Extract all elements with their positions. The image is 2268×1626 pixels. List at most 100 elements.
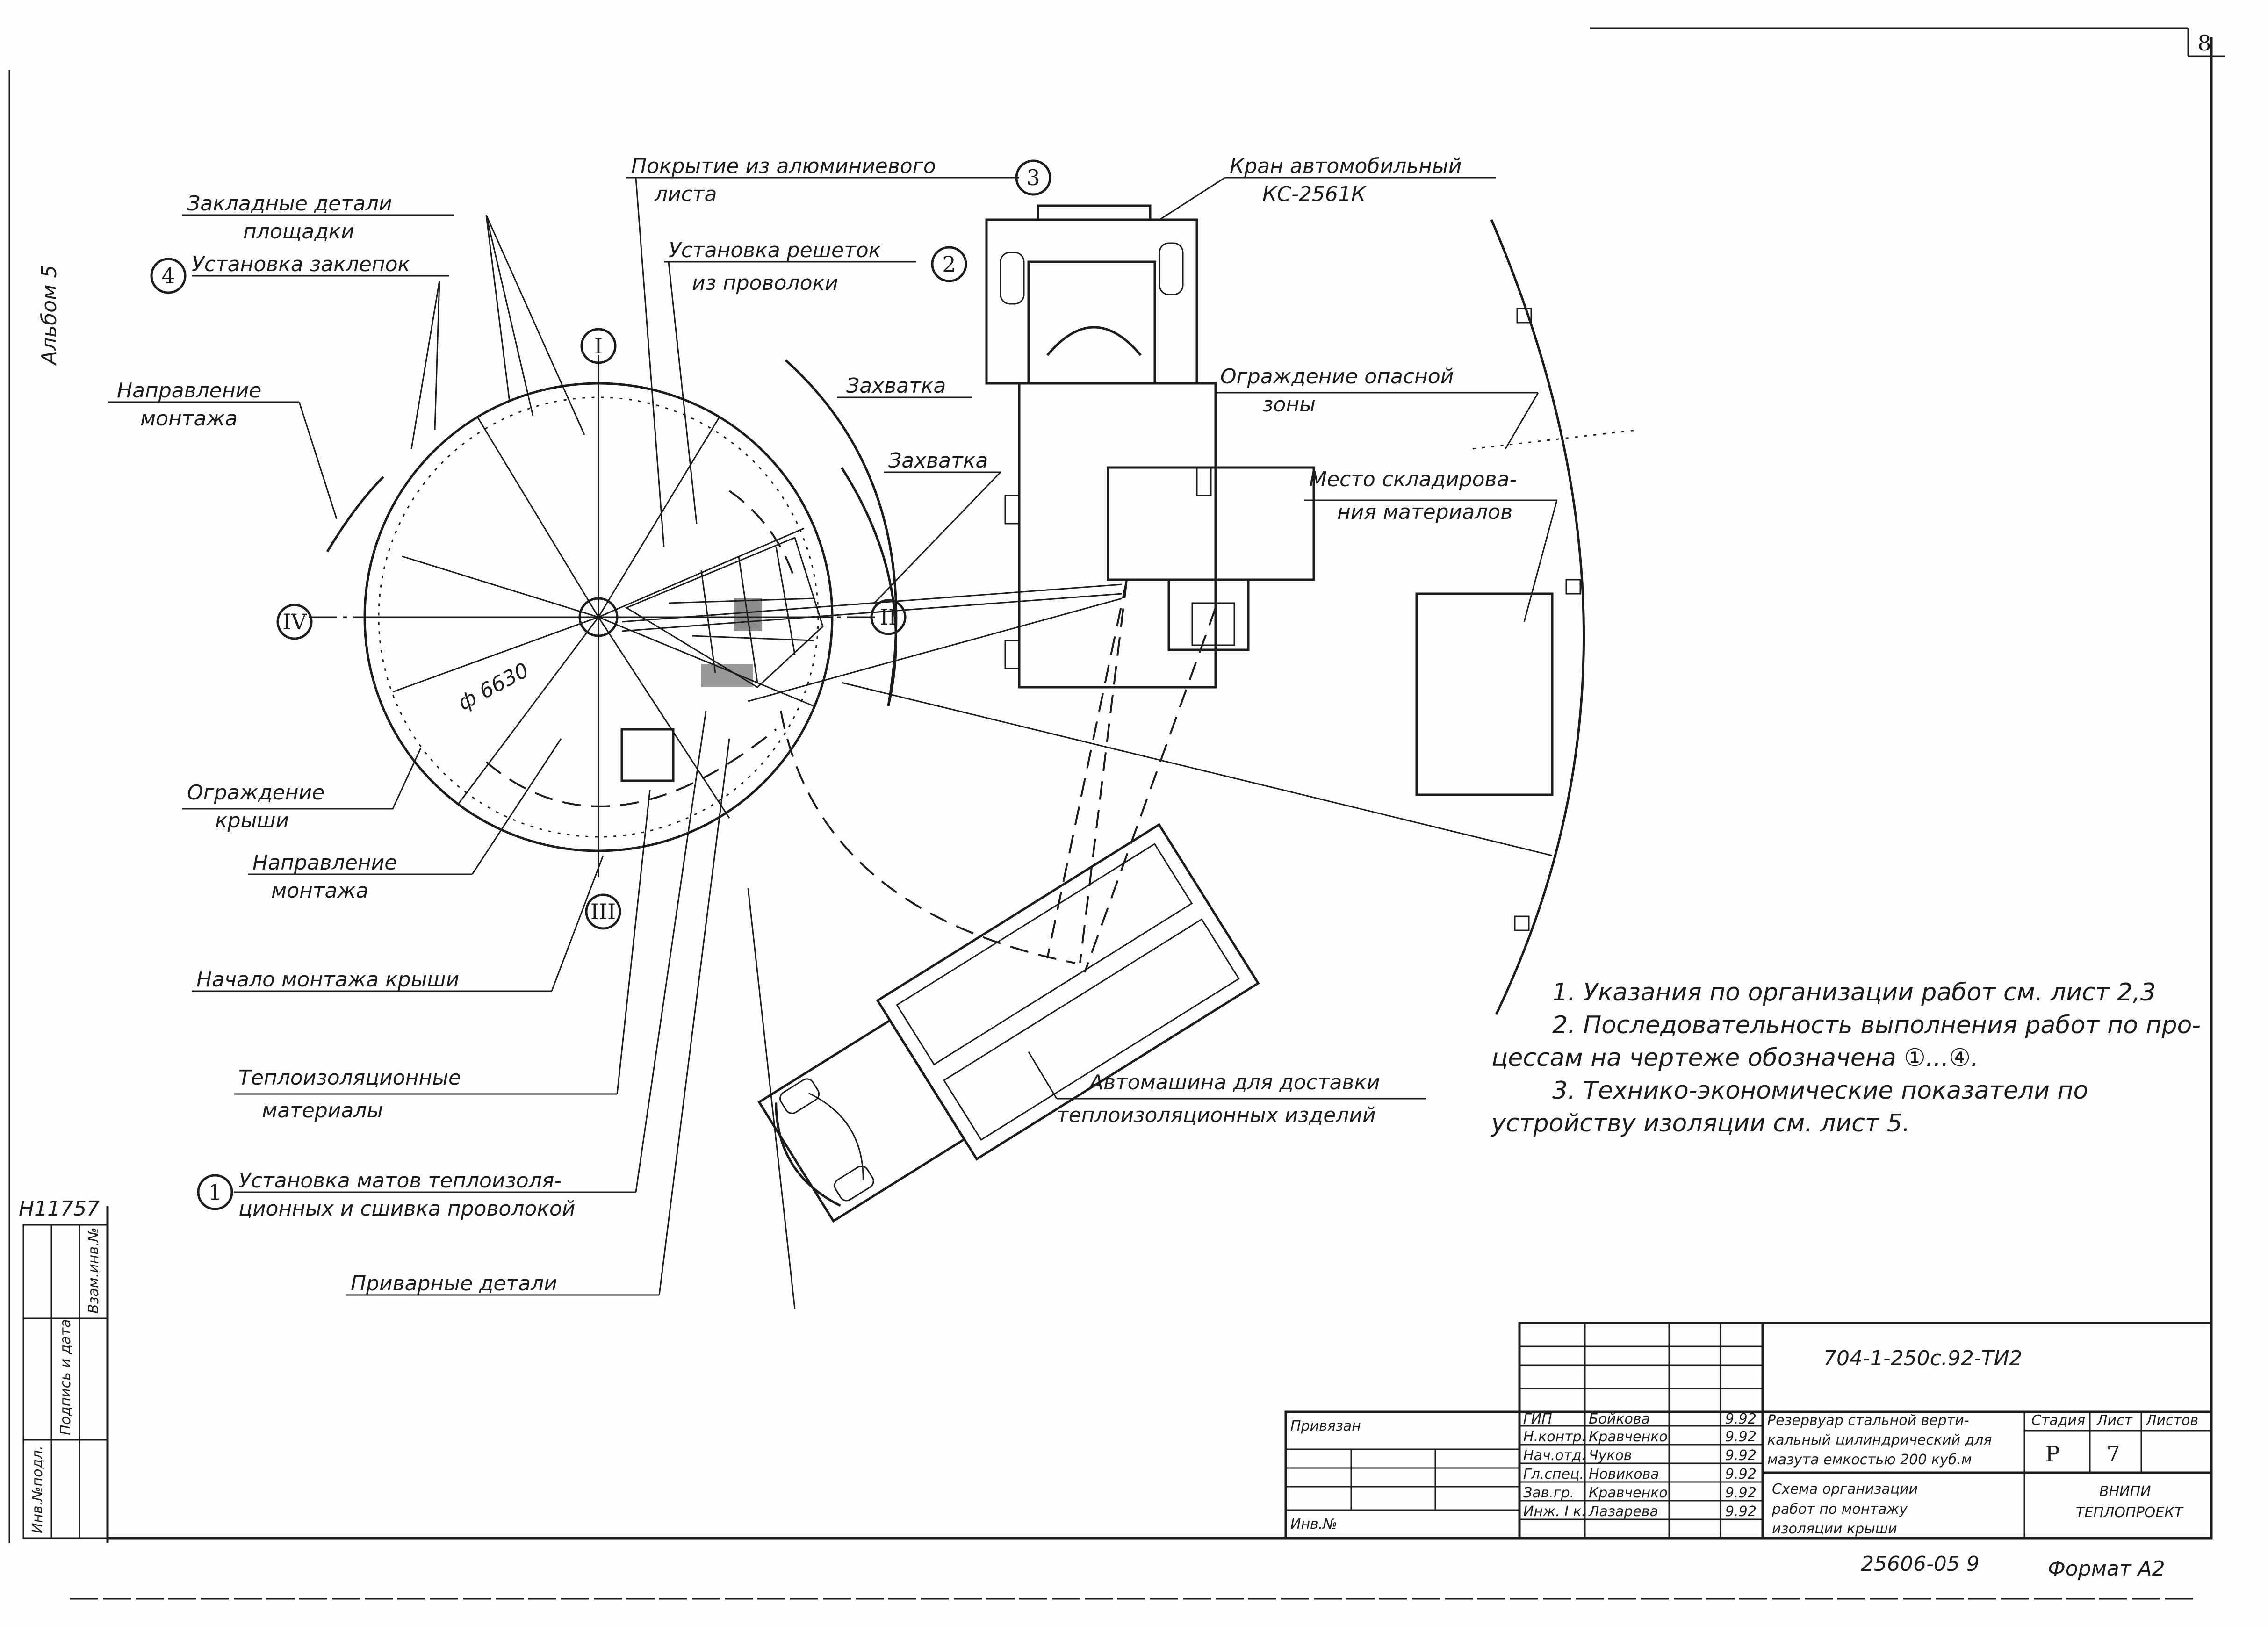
label-direction-top-2: монтажа [140, 407, 238, 431]
label-roof-fence-1: Ограждение [187, 781, 324, 805]
date-4: 9.92 [1725, 1466, 1757, 1482]
note-line-5: устройству изоляции см. лист 5. [1490, 1109, 1910, 1137]
crane [985, 204, 1315, 689]
label-welded-parts: Приварные детали [351, 1272, 557, 1295]
note-line-3: цессам на чертеже обозначена ①...④. [1491, 1044, 1979, 1072]
object-title-1: Резервуар стальной верти- [1767, 1412, 1969, 1429]
axis-marker-3: III [590, 899, 616, 924]
label-danger-zone-2: зоны [1262, 393, 1316, 417]
label-grates-2: из проволоки [692, 271, 838, 295]
process-marker-1: 1 [208, 1180, 222, 1205]
title-block [1284, 1322, 2213, 1540]
lift-lines [1046, 579, 1217, 973]
stage-value: Р [2045, 1441, 2060, 1467]
date-5: 9.92 [1725, 1485, 1757, 1501]
grip-arc-2 [840, 467, 897, 706]
direction-arc-top [326, 476, 384, 553]
object-title-2: кальный цилиндрический для [1767, 1432, 1992, 1448]
sheet-title-2: работ по монтажу [1771, 1501, 1908, 1518]
stage-header: Стадия [2031, 1412, 2085, 1429]
sheet-number: 8 [2197, 30, 2211, 56]
label-grip-2: Захватка [888, 449, 988, 473]
label-aluminium-1: Покрытие из алюминиевого [631, 154, 936, 178]
storage-area [1415, 592, 1554, 796]
label-mats-1: Установка матов теплоизоля- [238, 1169, 562, 1193]
label-direction-bottom-2: монтажа [271, 879, 368, 903]
side-stamp [22, 1224, 108, 1539]
date-6: 9.92 [1725, 1504, 1757, 1520]
role-6: Инж. I к. [1523, 1504, 1586, 1520]
axis-markers [276, 328, 907, 930]
sheet-title-1: Схема организации [1772, 1481, 1918, 1497]
inventory-number: Н11757 [19, 1197, 100, 1221]
org-line-1: ВНИПИ [2099, 1483, 2151, 1500]
axis-marker-4: IV [282, 609, 307, 634]
tank-plan [309, 355, 1123, 964]
process-marker-2: 2 [942, 252, 956, 277]
date-3: 9.92 [1725, 1447, 1757, 1464]
note-line-4: 3. Технико-экономические показатели по [1552, 1077, 2088, 1105]
label-roof-start: Начало монтажа крыши [196, 968, 459, 992]
format-label: Формат А2 [2048, 1557, 2165, 1581]
note-line-2: 2. Последовательность выполнения работ п… [1552, 1011, 2201, 1039]
process-marker-4: 4 [161, 263, 175, 288]
label-danger-zone-1: Ограждение опасной [1220, 365, 1454, 389]
label-direction-bottom-1: Направление [252, 851, 397, 875]
label-mats-2: ционных и сшивка проволокой [238, 1197, 575, 1221]
role-5: Зав.гр. [1523, 1485, 1574, 1501]
role-1: ГИП [1523, 1411, 1552, 1427]
truck [757, 823, 1260, 1223]
signatures: ГИП Н.контр. Нач.отд. Гл.спец. Зав.гр. И… [1523, 1411, 1757, 1520]
process-markers [150, 159, 1051, 1210]
date-1: 9.92 [1725, 1411, 1757, 1427]
role-4: Гл.спец. [1523, 1466, 1584, 1482]
label-grates-1: Установка решеток [669, 238, 881, 262]
axis-marker-1: I [594, 333, 603, 359]
label-storage-2: ния материалов [1337, 500, 1512, 524]
label-insulation-2: материалы [262, 1099, 383, 1122]
label-insulation-1: Теплоизоляционные [238, 1066, 461, 1090]
label-crane-1: Кран автомобильный [1230, 154, 1462, 178]
label-direction-top-1: Направление [117, 379, 261, 403]
label-grip-1: Захватка [846, 374, 946, 398]
sheet-header: Лист [2096, 1412, 2133, 1429]
bound-label: Привязан [1290, 1418, 1361, 1434]
label-storage-1: Место складирова- [1309, 468, 1517, 491]
name-6: Лазарева [1588, 1504, 1658, 1520]
object-title-3: мазута емкостью 200 куб.м [1767, 1452, 1972, 1468]
name-2: Кравченко [1589, 1429, 1668, 1445]
archive-number: 25606-05 9 [1861, 1552, 1980, 1576]
org-line-2: ТЕПЛОПРОЕКТ [2076, 1504, 2184, 1521]
label-crane-2: КС-2561К [1262, 182, 1367, 206]
sheets-header: Листов [2146, 1412, 2198, 1429]
album-label: Альбом 5 [37, 265, 61, 366]
label-diameter: ф 6630 [454, 658, 533, 715]
name-5: Кравченко [1589, 1485, 1668, 1501]
danger-zone-fence [841, 219, 1637, 1015]
label-roof-fence-2: крыши [215, 809, 289, 833]
process-marker-3: 3 [1026, 165, 1040, 190]
notes-block: 1. Указания по организации работ см. лис… [1490, 978, 2201, 1137]
label-aluminium-2: листа [654, 182, 717, 206]
stamp-inv-label: Инв.№подл. [29, 1446, 46, 1533]
label-truck-1: Автомашина для доставки [1088, 1071, 1380, 1094]
label-embedded-parts-2: площадки [243, 220, 354, 244]
note-line-1: 1. Указания по организации работ см. лис… [1552, 978, 2156, 1007]
role-2: Н.контр. [1523, 1429, 1586, 1445]
label-embedded-parts-1: Закладные детали [187, 192, 392, 216]
sheet-title-3: изоляции крыши [1772, 1521, 1897, 1537]
inv-label: Инв.№ [1290, 1516, 1337, 1532]
date-2: 9.92 [1725, 1429, 1757, 1445]
label-rivets: Установка заклепок [192, 252, 410, 276]
name-1: Бойкова [1589, 1411, 1650, 1427]
stamp-replace-label: Взам.инв.№ [86, 1227, 102, 1314]
sheet-value: 7 [2106, 1441, 2120, 1467]
leader-lines [108, 177, 1558, 1309]
grip-arc-1 [785, 359, 898, 706]
doc-code: 704-1-250с.92-ТИ2 [1823, 1346, 2023, 1370]
name-3: Чуков [1589, 1447, 1632, 1464]
stamp-signature-label: Подпись и дата [58, 1319, 74, 1436]
label-truck-2: теплоизоляционных изделий [1057, 1103, 1376, 1127]
